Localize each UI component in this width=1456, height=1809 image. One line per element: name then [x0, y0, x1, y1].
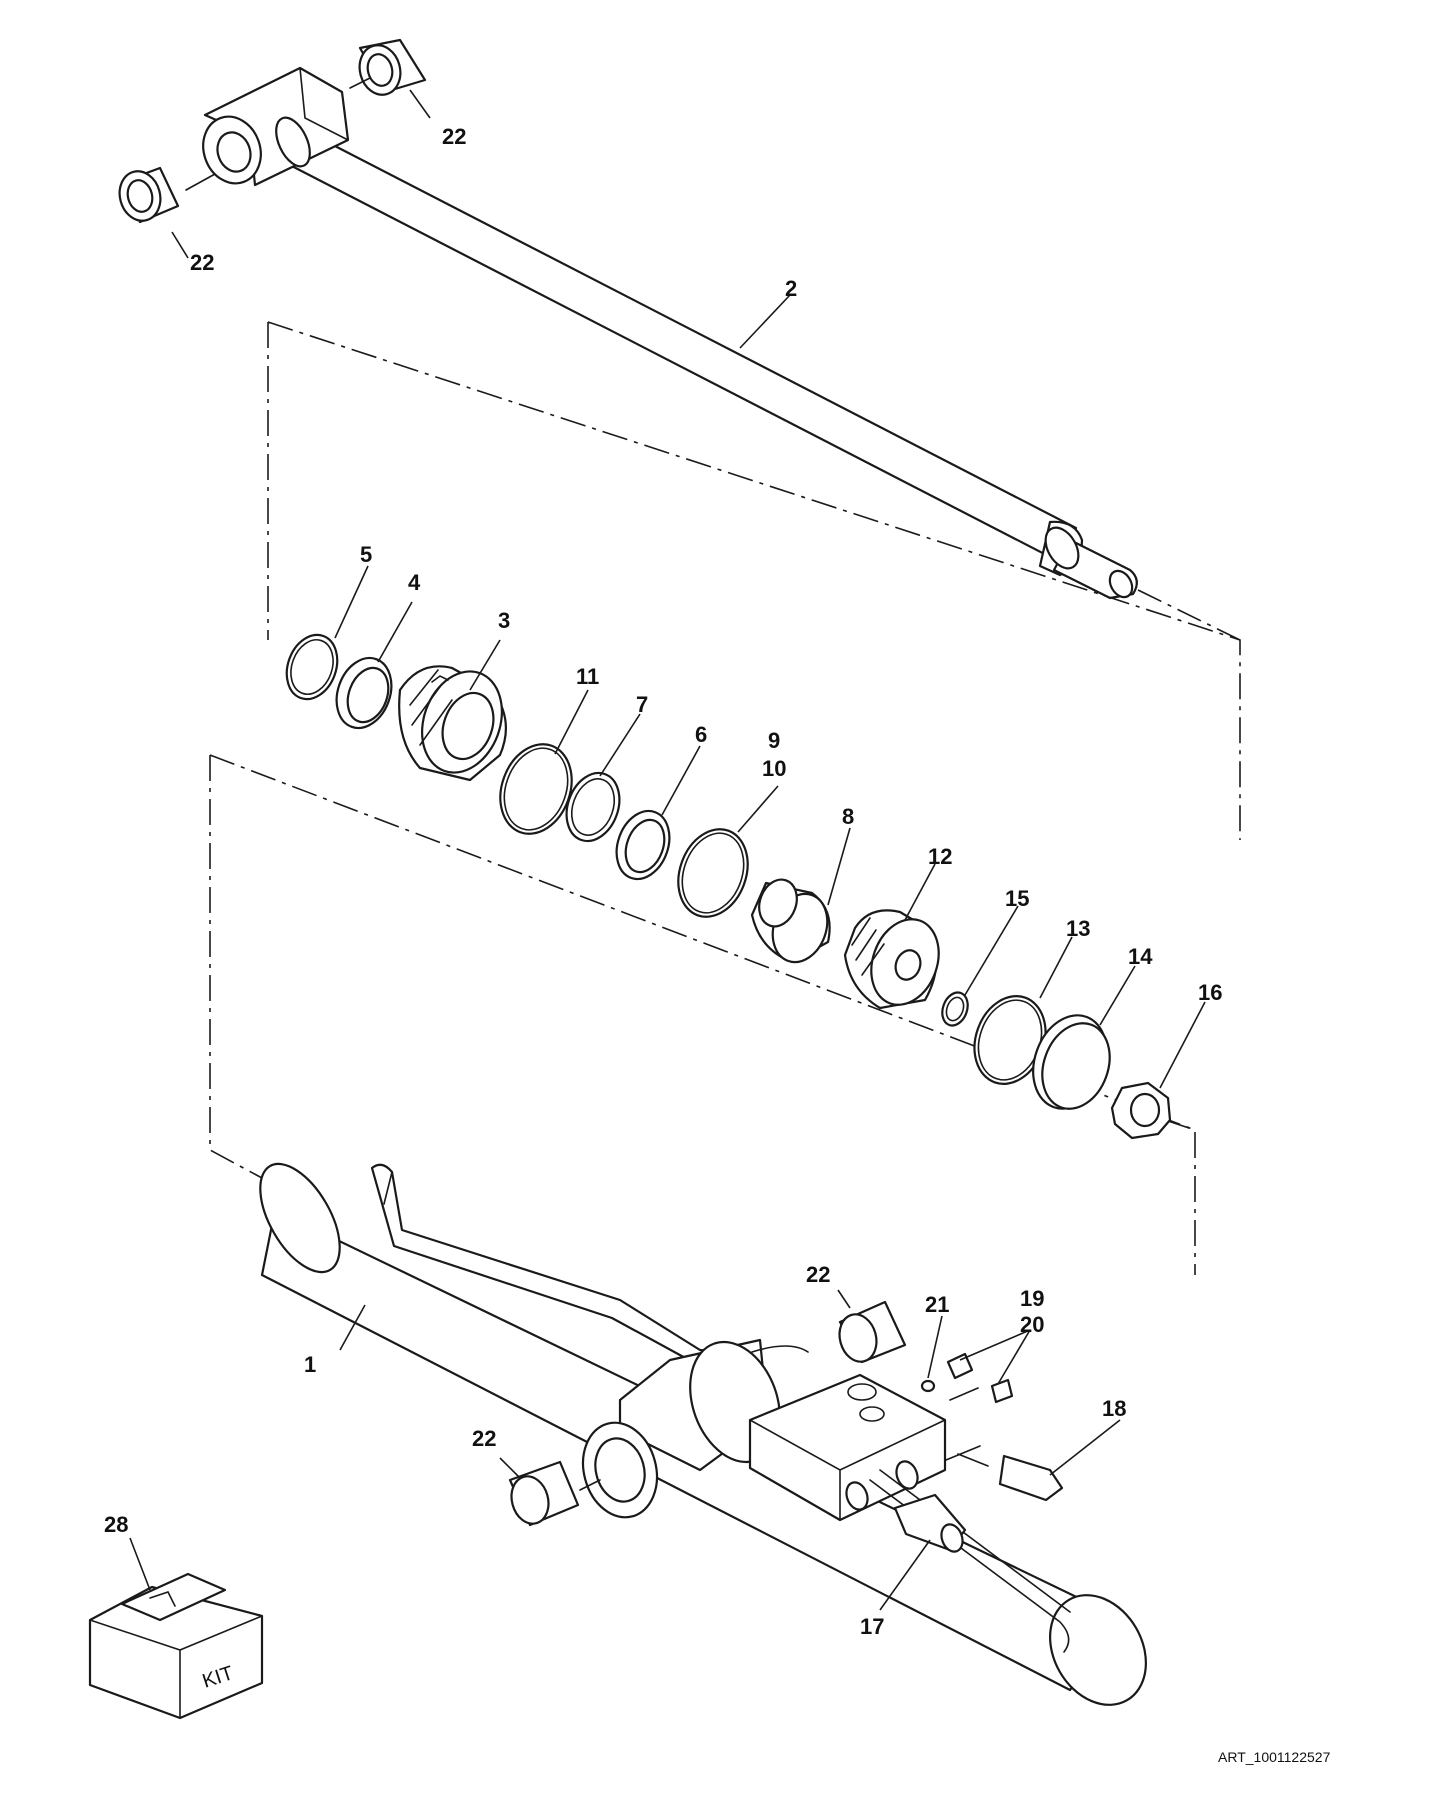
- o-ring-15: [941, 991, 969, 1027]
- callout-22-left: 22: [190, 250, 214, 275]
- callout-5: 5: [360, 542, 372, 567]
- callout-28: 28: [104, 1512, 128, 1537]
- spacer-8: [750, 878, 831, 964]
- callout-11: 11: [576, 664, 599, 689]
- assembly-centerline-lower: [209, 754, 1196, 1275]
- callout-22-upper: 22: [442, 124, 466, 149]
- rod-end-bushing-upper: [358, 38, 427, 96]
- pressure-switch-18: [945, 1445, 1064, 1502]
- callout-12: 12: [928, 844, 952, 869]
- callout-7: 7: [636, 692, 648, 717]
- rod-seal-6: [615, 809, 671, 881]
- barrel-assembly: [259, 1162, 1147, 1706]
- wiper-ring-4: [335, 656, 393, 730]
- callout-6: 6: [695, 722, 707, 747]
- rod-assembly: [118, 38, 1138, 600]
- seal-ring-5: [285, 633, 339, 701]
- solenoid-valve-17: [893, 1493, 967, 1553]
- gland-3: [398, 665, 507, 782]
- orifice-21: [920, 1379, 936, 1393]
- callout-2: 2: [785, 276, 797, 301]
- kit-box-28: KIT: [88, 1572, 264, 1720]
- rod-end-bushing-lower: [118, 166, 180, 224]
- callout-13: 13: [1066, 916, 1090, 941]
- callout-labels: 22 22 2 5 4 3 11 7 6 9 10 8 12 15 13 14 …: [104, 124, 1222, 1639]
- callout-21: 21: [925, 1292, 949, 1317]
- trunnion-bushing-upper: [838, 1300, 907, 1364]
- callout-1: 1: [304, 1352, 316, 1377]
- callout-20: 20: [1020, 1312, 1044, 1337]
- callout-14: 14: [1128, 944, 1153, 969]
- callout-3: 3: [498, 608, 510, 633]
- piston-12: [843, 909, 940, 1010]
- plug-20: [990, 1378, 1014, 1404]
- callout-22-trunnion-lower: 22: [472, 1426, 496, 1451]
- backup-ring-7: [565, 771, 621, 843]
- lock-nut-16: [1110, 1081, 1172, 1140]
- callout-17: 17: [860, 1614, 884, 1639]
- art-code: ART_1001122527: [1218, 1749, 1331, 1765]
- assembly-centerline-upper: [267, 321, 1241, 840]
- callout-15: 15: [1005, 886, 1029, 911]
- callout-4: 4: [408, 570, 421, 595]
- callout-19: 19: [1020, 1286, 1044, 1311]
- plug-19: [946, 1352, 974, 1380]
- trunnion-bushing-lower: [508, 1460, 580, 1527]
- callout-8: 8: [842, 804, 854, 829]
- callout-16: 16: [1198, 980, 1222, 1005]
- wear-ring-14: [1032, 1014, 1111, 1110]
- callout-22-trunnion-upper: 22: [806, 1262, 830, 1287]
- callout-10: 10: [762, 756, 786, 781]
- callout-18: 18: [1102, 1396, 1126, 1421]
- leader-lines: [129, 89, 1206, 1611]
- o-ring-9-10: [677, 828, 749, 918]
- callout-9: 9: [768, 728, 780, 753]
